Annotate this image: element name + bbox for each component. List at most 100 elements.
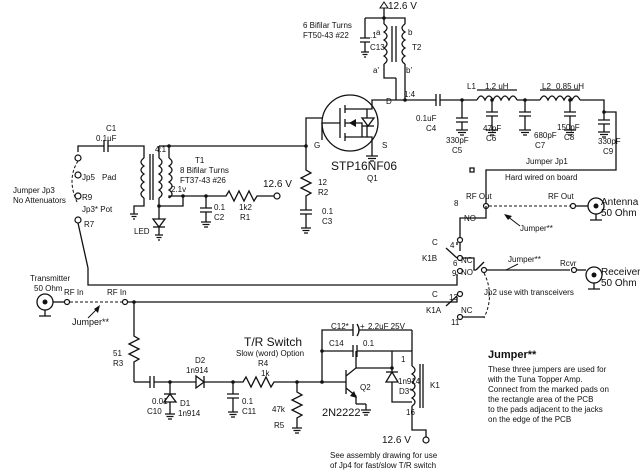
c4-value: 0.1uF	[416, 114, 437, 123]
q2-ref: Q2	[360, 383, 371, 392]
t1-name: T1	[195, 156, 205, 165]
receiver-port: Rcvr Receiver 50 Ohm Jumper** Jp2 use wi…	[475, 255, 640, 319]
receiver-jumper-label: Jumper**	[508, 255, 541, 264]
jp2-label: Jp2 use with transceivers	[484, 288, 574, 297]
t1-input-transformer: 4:1 T1 8 Bifilar Turns FT37-43 #26 2.1v	[130, 117, 322, 220]
rcvr-pad[interactable]	[570, 266, 578, 274]
supply-top-label: 12.6 V	[388, 1, 417, 12]
r5-ref: R5	[274, 421, 285, 430]
d3-part: 1n914	[398, 377, 421, 386]
c11-ref: C11	[242, 407, 257, 416]
r1-ref: R1	[240, 213, 251, 222]
c12-plus: +	[360, 322, 365, 331]
d1-ref: D1	[180, 399, 191, 408]
relay-pin-9: 9	[452, 269, 457, 278]
jp3-pot-label: Jp3* Pot	[82, 205, 113, 214]
q1-source-label: S	[382, 141, 387, 150]
l2-ref: L2	[542, 82, 551, 91]
relay-nc2: NC	[461, 306, 473, 315]
relay-no1: NO	[464, 214, 476, 223]
c8-ref: C8	[564, 133, 575, 142]
relay-k1a: K1A	[426, 306, 442, 315]
d2-part: 1n914	[186, 366, 209, 375]
jumper-note-line: These three jumpers are used for	[488, 365, 607, 374]
q1-ref: Q1	[367, 174, 378, 183]
c10-ref: C10	[147, 407, 162, 416]
rcvr-label: Rcvr	[560, 259, 577, 268]
jp2-pad[interactable]	[480, 266, 488, 274]
receiver-imp: 50 Ohm	[601, 278, 637, 289]
jumper-note: Jumper** These three jumpers are used fo…	[487, 349, 609, 424]
d1-part: 1n914	[178, 409, 201, 418]
relay-c1: C	[432, 238, 438, 247]
transmitter-jumper-label: Jumper**	[72, 317, 110, 327]
jp3-pot-pad[interactable]	[74, 216, 82, 224]
r9-pad[interactable]	[74, 192, 82, 200]
c13-value: .1	[370, 31, 377, 40]
led-label: LED	[134, 227, 150, 236]
c10-value: 0.01	[152, 397, 168, 406]
t1-ratio: 4:1	[155, 145, 167, 154]
q1-part: STP16NF06	[331, 159, 397, 173]
k1-pin-16: 16	[406, 408, 415, 417]
relay-pin-11: 11	[451, 318, 460, 327]
relay-no2: NO	[461, 268, 473, 277]
r9-label: R9	[82, 193, 93, 202]
r3-ref: R3	[113, 359, 124, 368]
assembly-note-line2: of Jp4 for fast/slow T/R switch	[330, 461, 436, 470]
jumper-note-title: Jumper**	[488, 349, 537, 361]
rfin-pad-right[interactable]	[121, 298, 129, 306]
q1-drain-label: D	[386, 97, 392, 106]
rfout-pad-right[interactable]	[569, 202, 577, 210]
t2-name: T2	[412, 43, 422, 52]
relay-pin-13: 13	[449, 293, 458, 302]
c2-value: 0.1	[214, 203, 226, 212]
input-attenuator: C1 0.1uF Jp5 Pad R9 Jp3* Pot R7 Jumper J…	[13, 124, 145, 269]
assembly-note-line1: See assembly drawing for use	[330, 451, 438, 460]
c8-value: 150pF	[557, 123, 580, 132]
c4-ref: C4	[426, 124, 437, 133]
l2-value: 0.85 uH	[556, 82, 584, 91]
c12-ref: C12*	[331, 322, 349, 331]
t2-ratio: 1:4	[404, 90, 416, 99]
antenna-name: Antenna	[601, 197, 639, 208]
t2-pin-a2: a'	[373, 66, 379, 75]
supply-bias-label: 12.6 V	[263, 179, 292, 190]
t2-output-transformer: 12.6 V 6 Bifilar Turns FT50-43 #22 .1 C1…	[303, 1, 422, 102]
jp5-pad[interactable]	[74, 171, 82, 179]
jp3-pad-top[interactable]	[74, 154, 82, 162]
transmitter-port: Transmitter 50 Ohm RF In RF In Jumper**	[30, 243, 461, 327]
c8-capacitor: 150pF C8	[557, 98, 580, 142]
rfin-pad-left[interactable]	[63, 298, 71, 306]
c2-ref: C2	[214, 213, 225, 222]
jumper-note-line: to the pads adjacent to the jacks	[488, 405, 603, 414]
jp5-pad-label: Pad	[102, 173, 116, 182]
r3-value: 51	[113, 349, 122, 358]
tr-switch-title: T/R Switch	[244, 335, 302, 349]
c14-ref: C14	[329, 339, 344, 348]
jumper-note-line: with the Tuna Topper Amp.	[487, 375, 583, 384]
c9-value: 330pF	[598, 137, 621, 146]
t1-bias: 2.1v	[171, 185, 186, 194]
t2-turns-label: 6 Bifilar Turns	[303, 21, 352, 30]
c13-ref: C13	[370, 43, 385, 52]
antenna-port: RF Out RF Out Antenna 50 Ohm Jumper**	[466, 192, 639, 233]
receiver-name: Receiver	[601, 267, 640, 278]
antenna-imp: 50 Ohm	[601, 208, 637, 219]
t2-pin-a: a	[376, 28, 381, 37]
k1-pin-1: 1	[401, 355, 406, 364]
supply-top-arrow	[379, 1, 389, 9]
c6-value: 47pF	[483, 124, 501, 133]
c7-value: 680pF	[534, 131, 557, 140]
c9-ref: C9	[603, 147, 614, 156]
relay-c2: C	[432, 290, 438, 299]
t2-pin-b2: b'	[406, 66, 412, 75]
d3-ref: D3*	[399, 387, 412, 396]
supply-bottom-label: 12.6 V	[382, 435, 411, 446]
l1-value: 1.2 uH	[485, 82, 509, 91]
relay-pin-4: 4	[450, 241, 455, 250]
jumper-note-line: the rectangle area of the PCB	[488, 395, 593, 404]
c12-value: 2.2uF 25V	[368, 322, 406, 331]
c7-ref: C7	[535, 141, 546, 150]
